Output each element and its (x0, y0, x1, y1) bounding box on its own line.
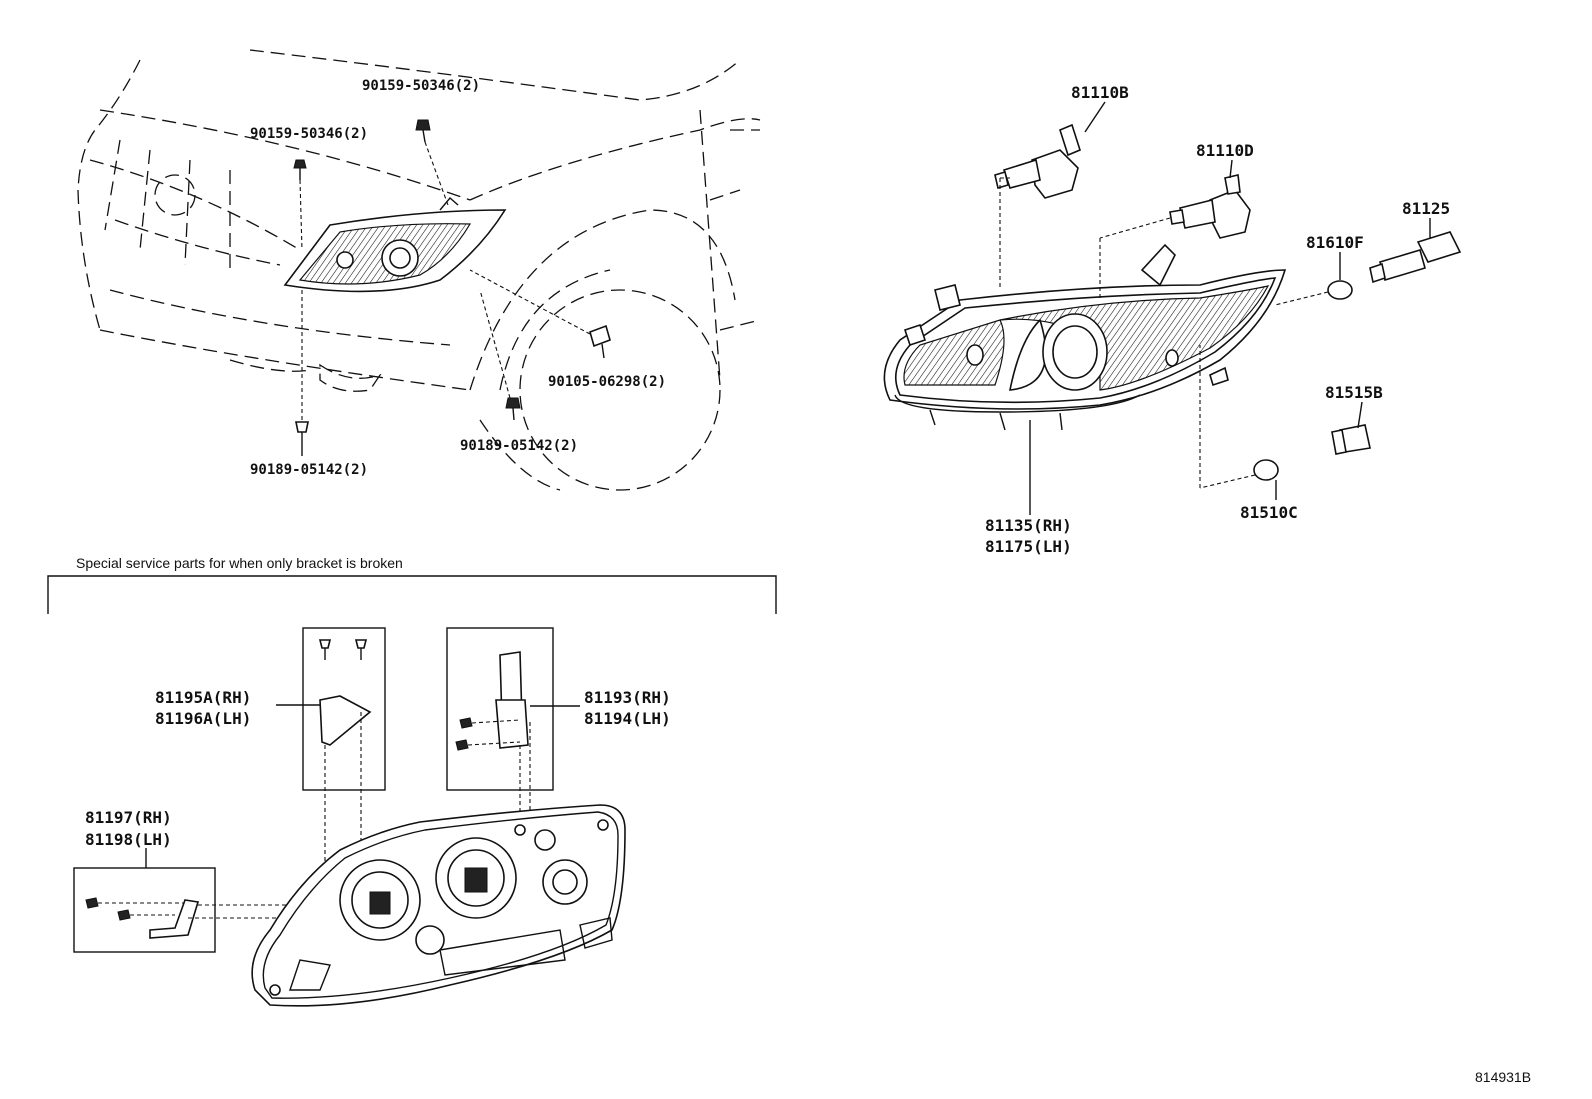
headlamp-installed (283, 197, 507, 293)
bulb-high-beam (994, 123, 1081, 290)
callout-bulb-low: 81110D (1196, 141, 1254, 160)
bracket-a-kit (302, 627, 386, 870)
diagram-reference-code: 814931B (1475, 1069, 1531, 1085)
callout-bolt-bottom-right: 90189-05142(2) (460, 438, 578, 454)
callout-bracket-c-rh: 81197(RH) (85, 808, 172, 827)
callout-bulb-park: 81510C (1240, 503, 1298, 522)
fastener-top-right (415, 119, 449, 206)
socket-park (1331, 424, 1371, 455)
callout-bracket-a-rh: 81195A(RH) (155, 688, 251, 707)
callout-bolt-bottom-left: 90189-05142(2) (250, 462, 368, 478)
callout-bolt-top-right: 90159-50346(2) (362, 78, 480, 94)
socket-side-marker (1369, 231, 1462, 284)
callout-socket-side: 81125 (1402, 199, 1450, 218)
service-parts-bracket (47, 575, 777, 614)
headlamp-rear-housing (251, 804, 626, 1007)
fastener-bottom-left (295, 290, 309, 456)
callout-clip-fender: 90105-06298(2) (548, 374, 666, 390)
callout-headlamp-rh: 81135(RH) (985, 516, 1072, 535)
vehicle-front-view (77, 49, 761, 491)
bulb-park (1199, 345, 1279, 489)
callout-bracket-b-lh: 81194(LH) (584, 709, 671, 728)
fastener-bottom-right (479, 289, 521, 421)
service-parts-note: Special service parts for when only brac… (76, 555, 403, 571)
bracket-b-kit (446, 627, 554, 870)
callout-socket-park: 81515B (1325, 383, 1383, 402)
callout-bracket-a-lh: 81196A(LH) (155, 709, 251, 728)
callout-bracket-b-rh: 81193(RH) (584, 688, 671, 707)
bulb-low-beam (1099, 174, 1251, 300)
headlamp-assembly (883, 243, 1287, 431)
bulb-side-marker (1274, 280, 1353, 306)
callout-bulb-side: 81610F (1306, 233, 1364, 252)
callout-headlamp-lh: 81175(LH) (985, 537, 1072, 556)
callout-bolt-top-left: 90159-50346(2) (250, 126, 368, 142)
callout-bracket-c-lh: 81198(LH) (85, 830, 172, 849)
callout-bulb-high: 81110B (1071, 83, 1129, 102)
clip-fender-fastener (469, 269, 611, 359)
fastener-top-left (293, 159, 307, 251)
